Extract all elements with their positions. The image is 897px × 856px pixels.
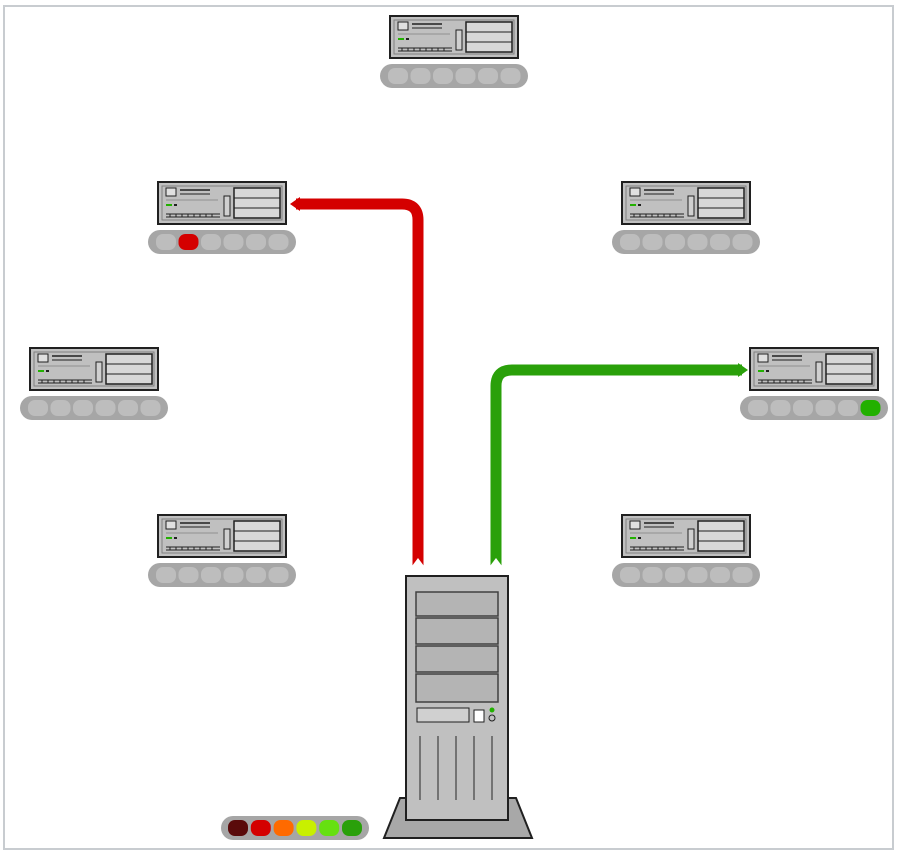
slot-empty[interactable] <box>620 234 640 250</box>
slot-green[interactable] <box>860 400 881 416</box>
slot-empty[interactable] <box>455 68 476 84</box>
palette-swatch-red[interactable] <box>250 820 271 836</box>
slot-empty[interactable] <box>73 400 93 416</box>
palette-swatch-yellow-green[interactable] <box>296 820 317 836</box>
rack-server-icon <box>621 181 751 225</box>
slot-empty[interactable] <box>433 68 453 84</box>
slot-empty[interactable] <box>201 567 221 583</box>
node-upper-right[interactable] <box>612 181 760 254</box>
slot-empty[interactable] <box>748 400 768 416</box>
slot-empty[interactable] <box>500 68 521 84</box>
slot-empty[interactable] <box>223 567 244 583</box>
slot-empty[interactable] <box>665 567 685 583</box>
slot-empty[interactable] <box>815 400 836 416</box>
tower-server-icon[interactable] <box>382 575 534 839</box>
slot-empty[interactable] <box>201 234 221 250</box>
slot-empty[interactable] <box>268 567 289 583</box>
slot-empty[interactable] <box>388 68 408 84</box>
node-lower-left[interactable] <box>148 514 296 587</box>
palette-swatch-green[interactable] <box>342 820 362 836</box>
slot-empty[interactable] <box>732 567 753 583</box>
node-middle-left[interactable] <box>20 347 168 420</box>
slot-empty[interactable] <box>50 400 71 416</box>
rack-server-icon <box>157 514 287 558</box>
slot-empty[interactable] <box>710 567 730 583</box>
slot-empty[interactable] <box>687 567 708 583</box>
slot-empty[interactable] <box>95 400 116 416</box>
nodes-layer <box>20 15 888 587</box>
node-lower-right[interactable] <box>612 514 760 587</box>
slot-empty[interactable] <box>620 567 640 583</box>
board-border <box>3 5 894 850</box>
slot-red[interactable] <box>178 234 199 250</box>
slot-empty[interactable] <box>710 234 730 250</box>
slot-empty[interactable] <box>246 234 266 250</box>
rack-server-icon <box>389 15 519 59</box>
slot-empty[interactable] <box>140 400 161 416</box>
cable-green <box>490 363 748 566</box>
slot-empty[interactable] <box>838 400 858 416</box>
color-palette <box>221 816 369 840</box>
rack-server-icon <box>157 181 287 225</box>
rack-server-icon <box>621 514 751 558</box>
palette-swatch-light-green[interactable] <box>319 820 340 836</box>
slot-empty[interactable] <box>687 234 708 250</box>
cable-red <box>290 197 424 566</box>
slot-empty[interactable] <box>793 400 813 416</box>
rack-server-icon <box>29 347 159 391</box>
slot-empty[interactable] <box>156 567 176 583</box>
slot-empty[interactable] <box>642 234 663 250</box>
slot-empty[interactable] <box>118 400 138 416</box>
node-top[interactable] <box>380 15 528 88</box>
slot-empty[interactable] <box>28 400 48 416</box>
palette-swatch-orange[interactable] <box>273 820 294 836</box>
palette-swatch-dark-red[interactable] <box>228 820 248 836</box>
slot-empty[interactable] <box>410 68 431 84</box>
node-middle-right[interactable] <box>740 347 888 420</box>
slot-empty[interactable] <box>770 400 791 416</box>
slot-empty[interactable] <box>268 234 289 250</box>
slot-empty[interactable] <box>478 68 498 84</box>
slot-empty[interactable] <box>178 567 199 583</box>
slot-empty[interactable] <box>223 234 244 250</box>
rack-server-icon <box>749 347 879 391</box>
slot-empty[interactable] <box>156 234 176 250</box>
node-upper-left[interactable] <box>148 181 296 254</box>
slot-empty[interactable] <box>665 234 685 250</box>
slot-empty[interactable] <box>642 567 663 583</box>
slot-empty[interactable] <box>246 567 266 583</box>
slot-empty[interactable] <box>732 234 753 250</box>
